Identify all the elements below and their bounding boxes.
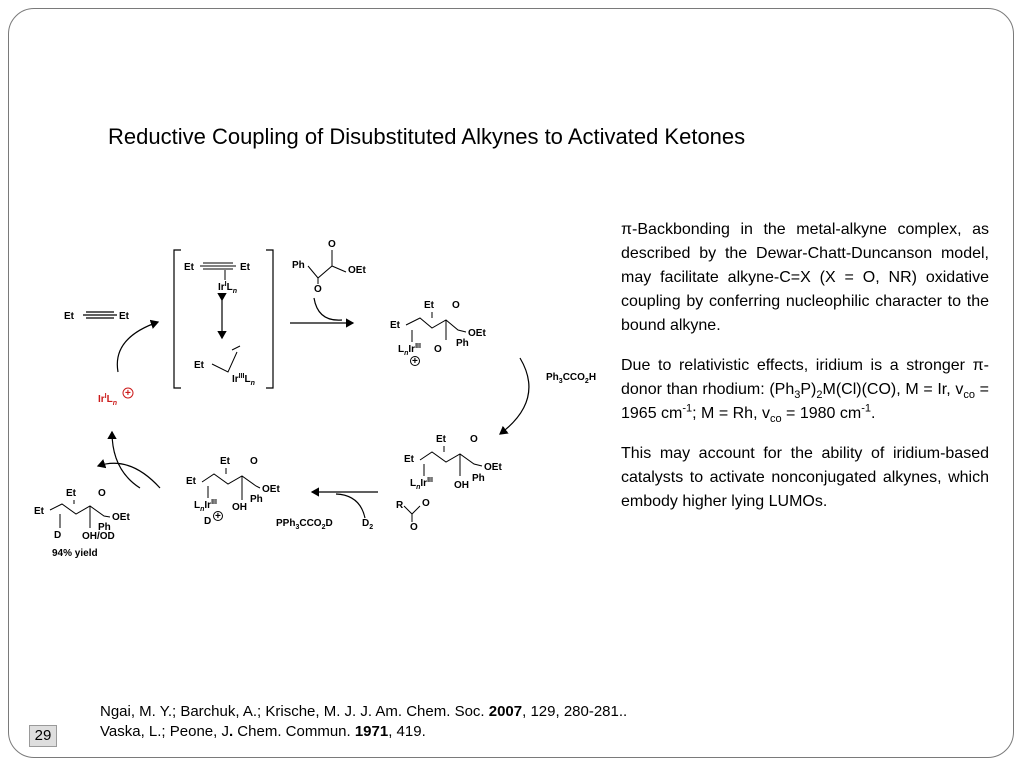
svg-text:Et: Et [184,262,195,273]
svg-text:LnIrIII: LnIrIII [194,499,217,513]
svg-text:PPh3CCO2D: PPh3CCO2D [276,518,333,531]
reference-1: Ngai, M. Y.; Barchuk, A.; Krische, M. J.… [100,703,628,720]
svg-text:IrILn: IrILn [218,281,237,295]
svg-text:Ph: Ph [98,522,111,533]
arrow-regenerate-catalyst [107,430,141,489]
svg-text:Et: Et [390,320,401,331]
reference-2: Vaska, L.; Peone, J. Chem. Commun. 1971,… [100,723,426,740]
svg-text:Et: Et [240,262,251,273]
svg-text:Ph: Ph [456,338,469,349]
svg-text:OH: OH [232,502,247,513]
svg-text:Et: Et [186,476,197,487]
svg-text:O: O [328,239,336,250]
svg-text:Et: Et [424,300,435,311]
alkyne-structure: Et Et [64,311,130,322]
svg-text:OEt: OEt [348,265,366,276]
alkyne-et-right: Et [119,311,130,322]
svg-text:+: + [412,356,418,367]
svg-text:O: O [98,488,106,499]
svg-text:Et: Et [436,434,447,445]
svg-text:OEt: OEt [262,484,280,495]
svg-text:O: O [470,434,478,445]
slide-frame [8,8,1014,758]
svg-text:Et: Et [194,360,205,371]
page-number: 29 [29,725,57,747]
bracket-complexes: Et Et IrILn Et IrIIILn [173,249,274,389]
arrow-int1-to-int2 [499,357,530,435]
svg-text:O: O [250,456,258,467]
svg-text:D: D [54,530,61,541]
svg-text:Et: Et [34,506,45,517]
acid-reagent: Ph3CCO2H [546,372,596,385]
svg-text:O: O [422,498,430,509]
intermediate-1: Et Et O OEt Ph O LnIrIII + [390,300,486,367]
references: Ngai, M. Y.; Barchuk, A.; Krische, M. J.… [100,702,627,742]
arrow-ketone-in [313,297,343,321]
svg-text:OEt: OEt [484,462,502,473]
svg-text:+: + [125,388,131,399]
svg-text:O: O [410,522,418,533]
svg-text:LnIrIII: LnIrIII [398,343,421,357]
alkyne-et-left: Et [64,311,75,322]
svg-text:Ph3CCO2H: Ph3CCO2H [546,372,596,385]
svg-text:OEt: OEt [112,512,130,523]
ketone-reagent: Ph O O OEt [292,239,366,295]
explanation-text: π-Backbonding in the metal-alkyne comple… [621,218,989,530]
svg-text:Et: Et [66,488,77,499]
arrow-catalyst-to-complex [116,319,160,373]
svg-text:O: O [434,344,442,355]
slide-title: Reductive Coupling of Disubstituted Alky… [108,124,746,149]
svg-text:OEt: OEt [468,328,486,339]
svg-text:O: O [452,300,460,311]
svg-text:Ph: Ph [250,494,263,505]
svg-text:R: R [396,500,404,511]
intermediate-3: Et Et O OEt Ph OH LnIrIII D + [186,456,280,527]
svg-text:Et: Et [404,454,415,465]
d2-reagent: D2 PPh3CCO2D [276,518,373,531]
svg-text:IrILn: IrILn [98,393,117,407]
arrow-int3-to-product [96,459,161,489]
product-structure: Et Et O OEt Ph OH/OD D 94% yield [34,488,130,559]
svg-text:D2: D2 [362,518,373,531]
svg-text:IrIIILn: IrIIILn [232,373,255,387]
arrow-d2-in [335,493,366,519]
svg-text:Et: Et [220,456,231,467]
paragraph-relativistic: Due to relativistic effects, iridium is … [621,357,990,426]
svg-text:Ph: Ph [292,260,305,271]
svg-text:OH/OD: OH/OD [82,531,115,542]
svg-text:D: D [204,516,211,527]
svg-text:Ph: Ph [472,473,485,484]
catalyst-label: IrILn + [98,387,134,407]
intermediate-2: Et Et O OEt Ph OH LnIrIII R O O [396,434,502,533]
svg-text:+: + [215,511,221,522]
svg-text:O: O [314,284,322,295]
paragraph-backbonding: π-Backbonding in the metal-alkyne comple… [621,221,989,334]
svg-text:LnIrIII: LnIrIII [410,477,433,491]
svg-text:OH: OH [454,480,469,491]
yield-label: 94% yield [52,548,98,559]
paragraph-lumo: This may account for the ability of irid… [621,445,989,510]
